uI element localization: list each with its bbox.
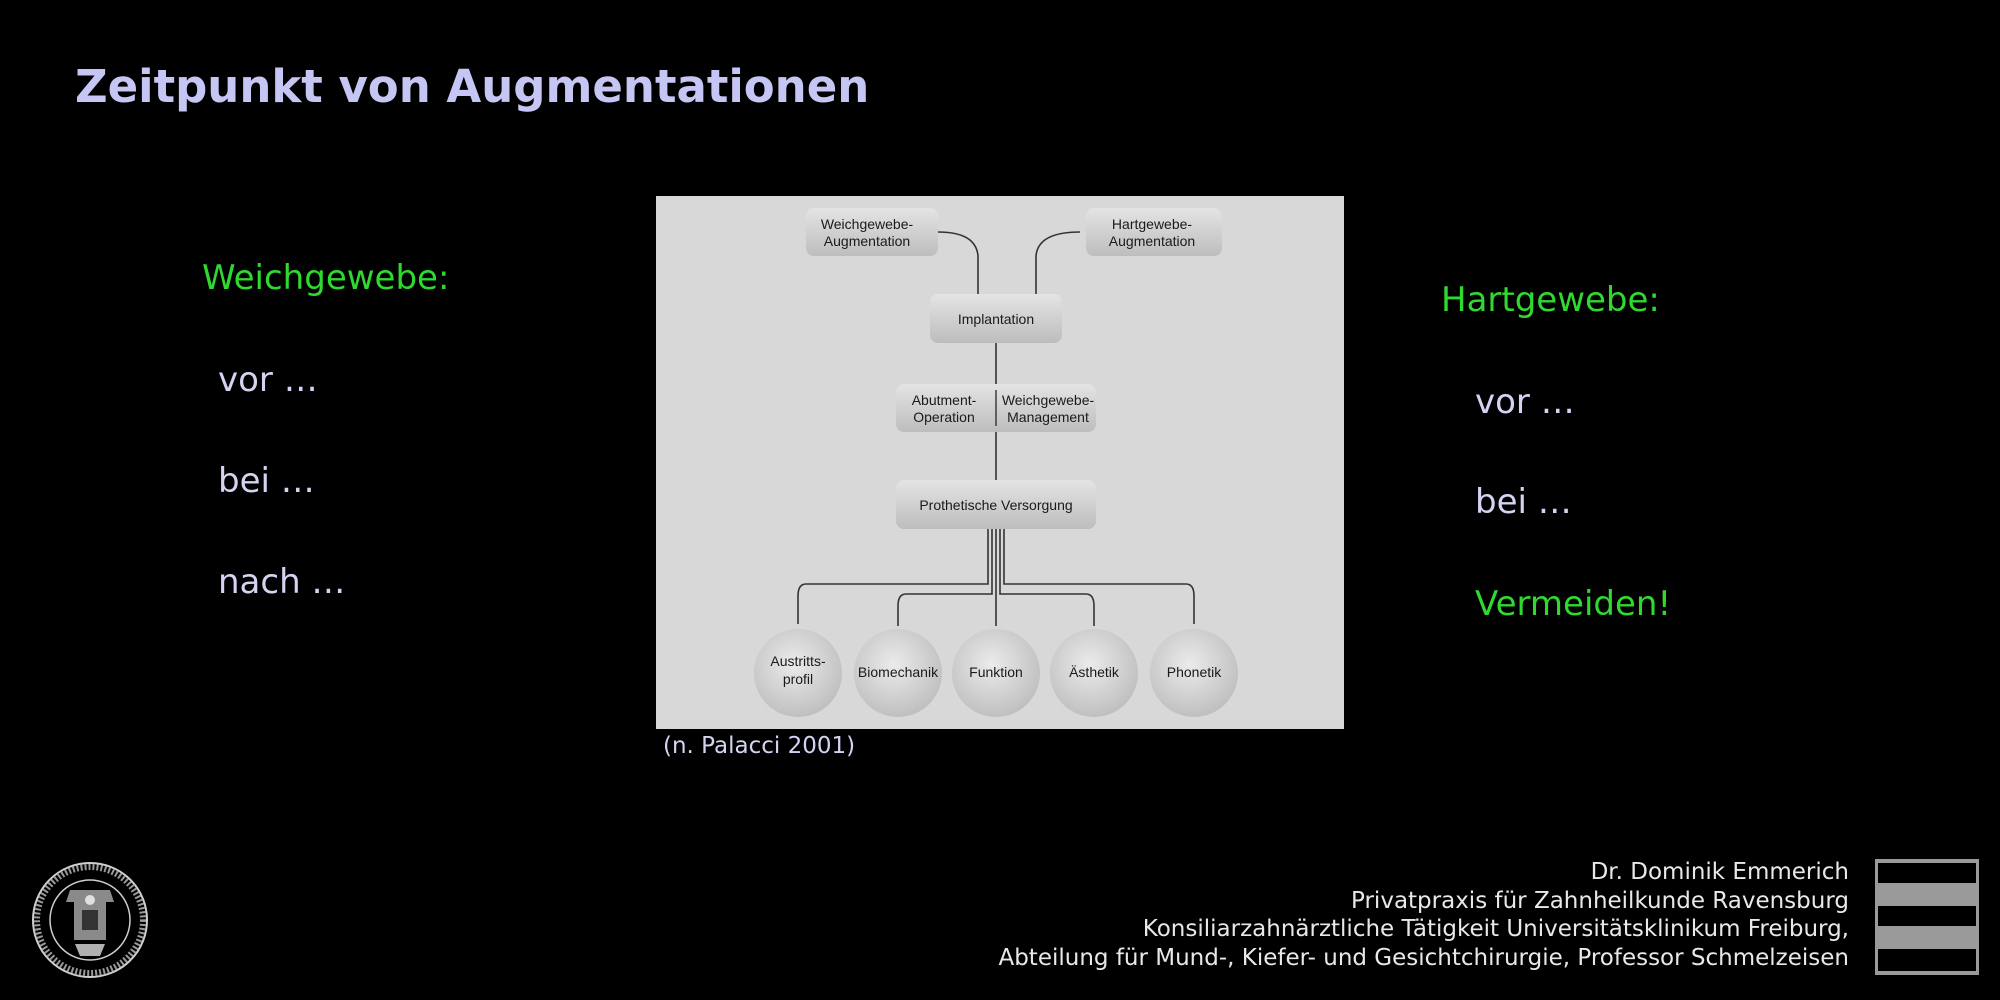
austrittsprofil-label-1: Austritts-	[770, 653, 826, 669]
prothetische-versorgung-box	[896, 480, 1096, 529]
page-title: Zeitpunkt von Augmentationen	[75, 60, 870, 113]
abutment-label-2: Operation	[913, 409, 974, 425]
biomechanik-circle	[854, 629, 942, 717]
connector-lines	[797, 231, 1195, 626]
weichgewebe-augmentation-label-1: Weichgewebe-	[821, 216, 914, 232]
university-seal-logo	[30, 860, 150, 984]
aesthetik-circle	[1050, 629, 1138, 717]
weichgewebe-item-bei: bei …	[218, 461, 315, 501]
implantation-box	[930, 294, 1062, 343]
hartgewebe-item-vor: vor …	[1475, 382, 1575, 422]
weichgewebe-heading: Weichgewebe:	[202, 258, 450, 298]
hartgewebe-item-bei: bei …	[1475, 482, 1572, 522]
abutment-label-1: Abutment-	[912, 392, 977, 408]
diagram-caption: (n. Palacci 2001)	[663, 733, 856, 759]
implantation-label: Implantation	[958, 311, 1034, 327]
management-label-2: Management	[1007, 409, 1089, 425]
weichgewebe-item-nach: nach …	[218, 562, 346, 602]
weichgewebe-item-vor: vor …	[218, 360, 318, 400]
austrittsprofil-circle	[754, 629, 842, 717]
management-label-1: Weichgewebe-	[1002, 392, 1095, 408]
augmentation-flow-diagram: Weichgewebe- Augmentation Hartgewebe- Au…	[656, 196, 1344, 729]
funktion-circle	[952, 629, 1040, 717]
footer-line-practice: Privatpraxis für Zahnheilkunde Ravensbur…	[1351, 887, 1849, 914]
footer-line-department: Abteilung für Mund-, Kiefer- und Gesicht…	[998, 944, 1849, 971]
footer-line-clinic: Konsiliarzahnärztliche Tätigkeit Univers…	[1142, 916, 1849, 942]
footer-line-name: Dr. Dominik Emmerich	[1590, 859, 1849, 885]
footer-credits: Dr. Dominik Emmerich Privatpraxis für Za…	[998, 858, 1849, 972]
vermeiden-text: Vermeiden!	[1475, 584, 1672, 624]
hartgewebe-augmentation-label-1: Hartgewebe-	[1112, 216, 1192, 232]
phonetik-circle	[1150, 629, 1238, 717]
phonetik-label: Phonetik	[1167, 664, 1222, 680]
biomechanik-label: Biomechanik	[858, 664, 939, 680]
hartgewebe-augmentation-label-2: Augmentation	[1109, 233, 1195, 249]
funktion-label: Funktion	[969, 664, 1023, 680]
hartgewebe-heading: Hartgewebe:	[1441, 280, 1660, 320]
weichgewebe-augmentation-label-2: Augmentation	[824, 233, 910, 249]
prothetische-versorgung-label: Prothetische Versorgung	[919, 497, 1072, 513]
aesthetik-label: Ästhetik	[1069, 664, 1120, 680]
hartgewebe-augmentation-box	[1086, 208, 1222, 256]
weichgewebe-augmentation-box	[806, 208, 938, 256]
austrittsprofil-label-2: profil	[783, 671, 813, 687]
striped-logo	[1875, 859, 1979, 979]
